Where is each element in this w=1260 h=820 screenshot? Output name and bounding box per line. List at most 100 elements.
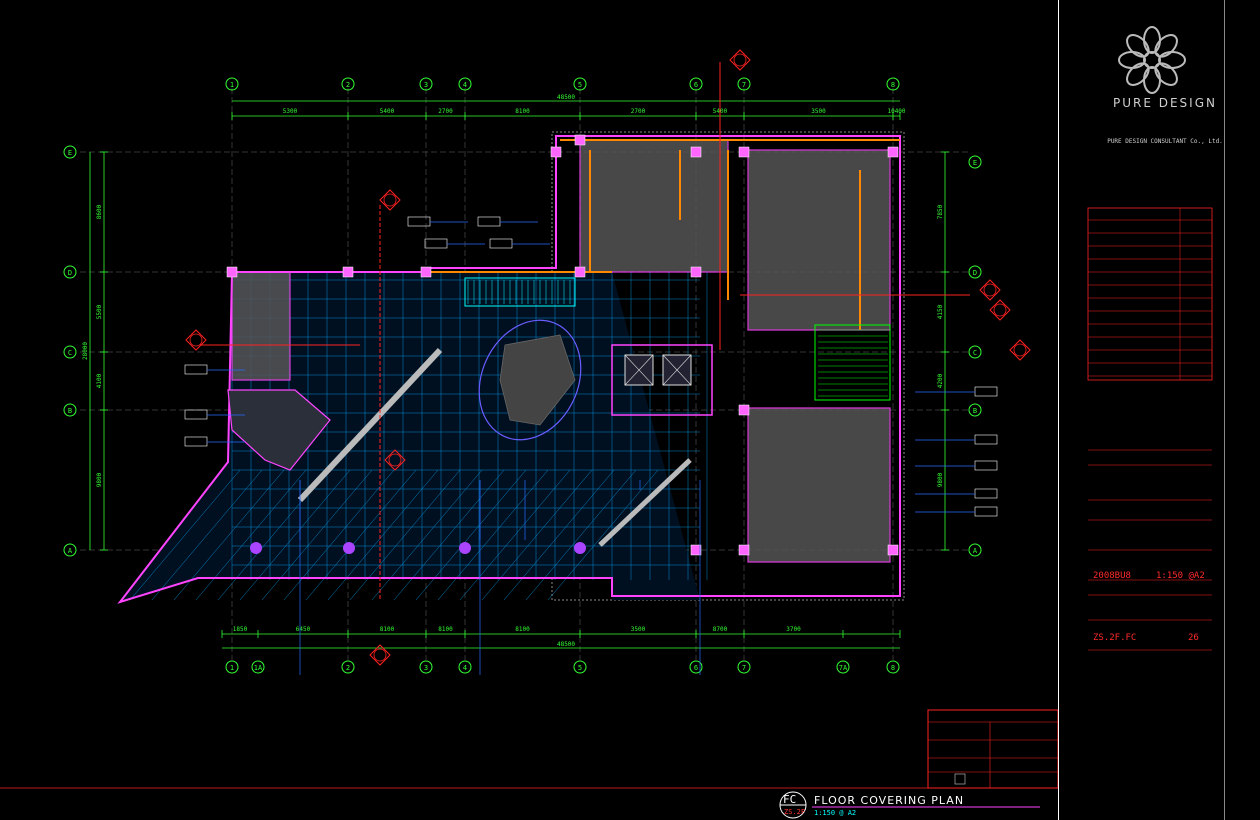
grid-bubble-left [63, 403, 77, 417]
grid-label-right: B [973, 407, 977, 415]
oval-hatch [499, 334, 576, 426]
grid-bubble-left [63, 345, 77, 359]
dim-right-label: 4150 [937, 304, 944, 319]
grid-bubble-bottom [573, 660, 587, 674]
hatched-room [747, 149, 891, 331]
grid-bubble-bottom [737, 660, 751, 674]
dim-bottom-label: 1850 [233, 626, 248, 633]
dim-bottom-label: 8100 [515, 626, 530, 633]
elevator-cross [624, 354, 654, 386]
grid-bubble-top [341, 77, 355, 91]
structural-column [420, 266, 432, 278]
material-tag [974, 488, 998, 499]
grid-bubble-right [968, 345, 982, 359]
dim-top-label: 5400 [380, 108, 395, 115]
grid-label-left: B [68, 407, 72, 415]
grid-bubble-top [737, 77, 751, 91]
project-number: 2008BU8 [1093, 571, 1131, 581]
material-tag [477, 216, 501, 227]
logo-petal [1126, 34, 1150, 58]
hatched-room [747, 407, 891, 563]
logo-petal [1143, 66, 1161, 94]
section-callout [1009, 339, 1031, 361]
dim-bottom-label: 3500 [631, 626, 646, 633]
plan-title: FLOOR COVERING PLAN [814, 794, 965, 807]
material-tag [184, 436, 208, 447]
structural-column [887, 146, 899, 158]
structural-column [690, 146, 702, 158]
dim-left-total-label: 28000 [82, 342, 89, 360]
section-callout-circle [189, 333, 203, 347]
grid-bubble-right [968, 403, 982, 417]
grid-bubble-right [968, 543, 982, 557]
plan-code: FC [783, 793, 797, 806]
grid-label-bottom: 3 [424, 664, 428, 672]
grid-bubble-left [63, 265, 77, 279]
section-callout [384, 449, 406, 471]
logo-petal [1126, 62, 1150, 86]
diagonal-beam [598, 458, 692, 547]
structural-column [690, 266, 702, 278]
grid-bubble-bottom [458, 660, 472, 674]
grid-label-left: C [68, 349, 72, 357]
grid-label-bottom: 2 [346, 664, 350, 672]
structural-column [342, 266, 354, 278]
diagonal-beam [297, 347, 443, 503]
tile-diagonal [173, 469, 285, 601]
material-tag [974, 434, 998, 445]
structural-column [574, 134, 586, 146]
dim-top-label: 3500 [811, 108, 826, 115]
grid-bubble-right [968, 155, 982, 169]
dim-top-label: 2700 [438, 108, 453, 115]
section-callout [989, 299, 1011, 321]
section-callout [729, 49, 751, 71]
angled-room [227, 389, 331, 471]
section-callout [379, 189, 401, 211]
section-callout-circle [388, 453, 402, 467]
hatched-room [579, 139, 729, 273]
material-tag [184, 364, 208, 375]
material-tag [424, 238, 448, 249]
logo-petal [1154, 62, 1178, 86]
round-column [343, 542, 355, 554]
stair-right [814, 324, 891, 401]
dim-bottom-label: 3700 [786, 626, 801, 633]
grid-label-right: E [973, 159, 977, 167]
titleblock-table [1087, 207, 1213, 651]
grid-label-top: 1 [230, 81, 234, 89]
grid-bubble-top [458, 77, 472, 91]
material-tag [489, 238, 513, 249]
stair [464, 277, 576, 307]
elevator-cross [662, 354, 692, 386]
tile-diagonal [129, 469, 241, 601]
round-column [574, 542, 586, 554]
titleblock-border-right [1224, 0, 1225, 820]
dim-bottom-label: 6450 [296, 626, 311, 633]
material-tag [407, 216, 431, 227]
section-callout [185, 329, 207, 351]
grid-label-left: E [68, 149, 72, 157]
grid-label-bottom: 6 [694, 664, 698, 672]
grid-bubble-bottom [225, 660, 239, 674]
brand-subtitle: PURE DESIGN CONSULTANT Co., Ltd. [1107, 138, 1223, 145]
grid-label-right: A [973, 547, 978, 555]
titleblock-border-left [1058, 0, 1059, 820]
dim-left-label: 4100 [96, 373, 103, 388]
grid-label-top: 5 [578, 81, 582, 89]
grid-label-top: 4 [463, 81, 467, 89]
plan-title-underline [812, 806, 1040, 808]
dim-top-label: 5300 [283, 108, 298, 115]
grid-bubble-top [225, 77, 239, 91]
grid-label-left: A [68, 547, 73, 555]
grid-label-bottom: 5 [578, 664, 582, 672]
material-tag [974, 386, 998, 397]
grid-bubble-top [689, 77, 703, 91]
oval-feature [478, 319, 582, 441]
grid-bubble-right [968, 265, 982, 279]
dim-top-label: 2700 [631, 108, 646, 115]
section-callout-circle [373, 648, 387, 662]
structural-column [887, 544, 899, 556]
dim-left-label: 9800 [96, 472, 103, 487]
grid-bubble-top [419, 77, 433, 91]
sheet-number: 26 [1188, 633, 1199, 643]
